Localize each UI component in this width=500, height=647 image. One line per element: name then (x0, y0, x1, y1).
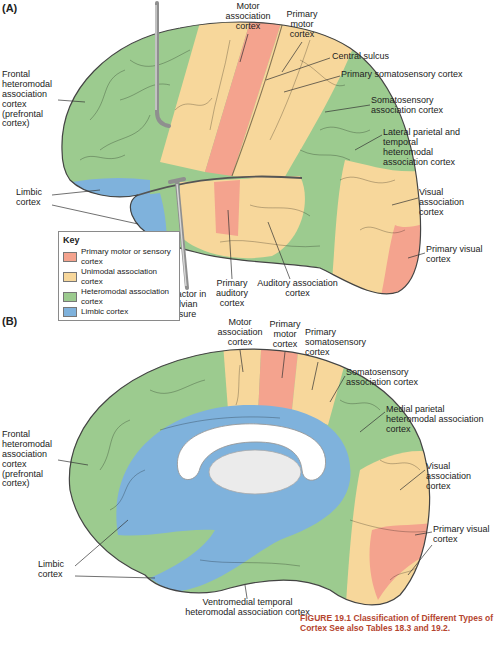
brain-outline (69, 349, 429, 605)
region-label: Limbic cortex (16, 188, 52, 208)
region-label: Primary motor cortex (282, 10, 322, 40)
region-label: Ventromedial temporal heteromodal associ… (185, 598, 310, 618)
figure-caption: FIGURE 19.1 Classification of Different … (300, 613, 496, 633)
region-label: Auditory association cortex (255, 279, 340, 299)
region-label: Primary visual cortex (426, 245, 486, 265)
region-label: Primary auditory cortex (212, 279, 252, 309)
region-label: Limbic cortex (38, 560, 74, 580)
region-label: Somatosensory association cortex (371, 96, 471, 116)
retractor-rod (157, 3, 169, 126)
region-label: Motor association cortex (212, 318, 268, 348)
region-label: Visual association cortex (419, 188, 489, 218)
legend-swatch (63, 272, 77, 282)
somatosensory-region (232, 5, 358, 182)
region-label: Primary visual cortex (433, 525, 493, 545)
region-label: Primary somatosensory cortex (305, 328, 380, 358)
panel-letter: (A) (2, 2, 32, 14)
legend-swatch (63, 252, 77, 262)
retractor-rod (155, 5, 156, 110)
legend-row: Heteromodal association cortex (63, 287, 175, 307)
legend-swatch (63, 307, 77, 317)
region-label: Primary somatosensory cortex (341, 70, 491, 80)
legend-swatch (63, 292, 77, 302)
primary-auditory-region (214, 180, 240, 236)
region-label: Frontal heteromodal association cortex (… (2, 70, 58, 129)
gyri-texture (100, 365, 435, 580)
legend-text: Heteromodal association cortex (81, 287, 175, 307)
region-label: Central sulcus (332, 52, 412, 62)
panel-letter: (B) (2, 315, 32, 327)
key-box: KeyPrimary motor or sensory cortexUnimod… (58, 231, 180, 321)
leader-line (58, 350, 432, 598)
region-label: Medial parietal heteromodal association … (386, 405, 496, 435)
limbic-region (116, 405, 350, 592)
key-heading: Key (63, 235, 175, 245)
corpus-callosum (177, 424, 325, 480)
brain-outline (62, 22, 421, 294)
legend-text: Primary motor or sensory cortex (81, 247, 175, 267)
legend-row: Primary motor or sensory cortex (63, 247, 175, 267)
sylvian-fissure (135, 176, 302, 196)
lateral-regions (60, 5, 430, 300)
medial-regions (100, 330, 445, 620)
region-label: Visual association cortex (426, 462, 496, 492)
legend-text: Unimodal association cortex (81, 267, 175, 287)
central-sulcus-line (232, 8, 287, 176)
region-label: Lateral parietal and temporal heteromoda… (383, 128, 467, 168)
region-label: Frontal heteromodal association cortex (… (2, 430, 58, 489)
legend-text: Limbic cortex (81, 307, 128, 317)
region-label: Motor association cortex (218, 2, 278, 32)
region-label: Primary motor cortex (265, 320, 305, 350)
legend-row: Unimodal association cortex (63, 267, 175, 287)
region-label: Somatosensory association cortex (346, 368, 446, 388)
diencephalon (209, 450, 301, 494)
legend-row: Limbic cortex (63, 307, 175, 317)
